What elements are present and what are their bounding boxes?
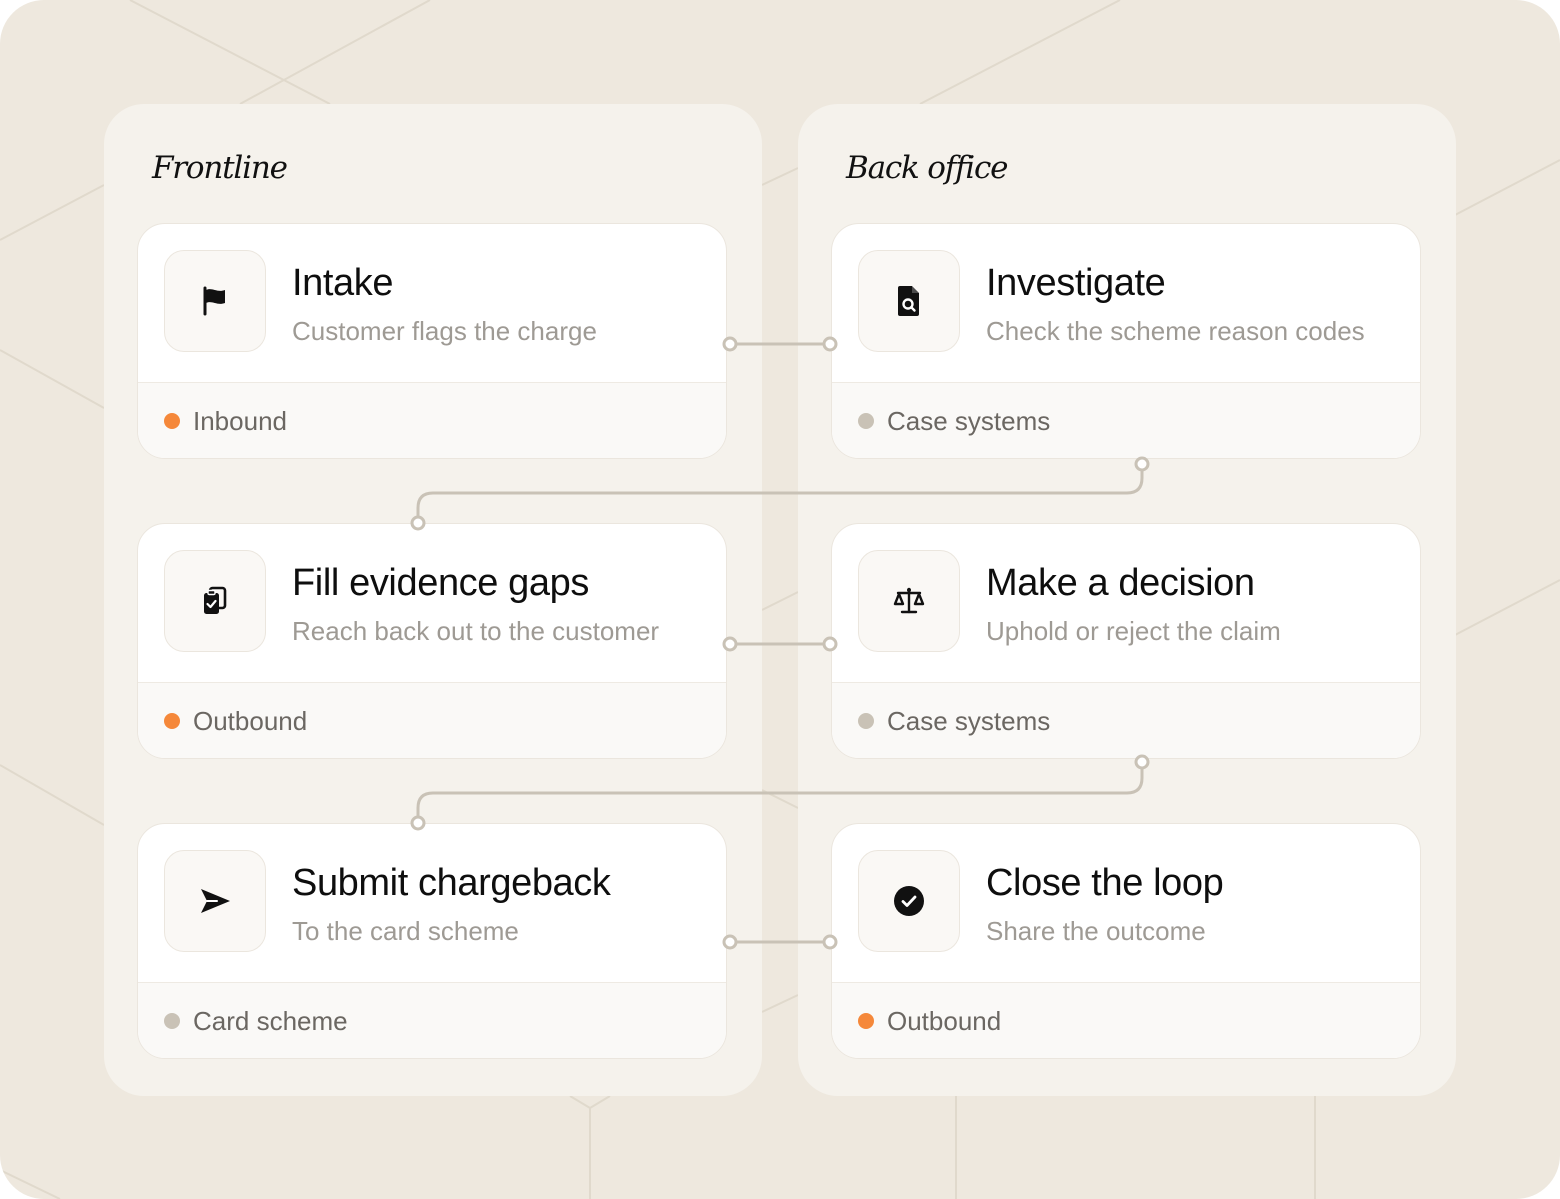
clipboard-check-icon <box>204 586 227 614</box>
scales-icon <box>893 587 925 614</box>
card-footer: Case systems <box>832 382 1420 458</box>
channel-tag: Case systems <box>887 406 1051 436</box>
step-title: Submit chargeback <box>292 862 611 904</box>
card-header: Close the loop Share the outcome <box>832 824 1420 982</box>
channel-tag: Inbound <box>193 406 287 436</box>
icon-tile <box>164 850 266 952</box>
step-title: Close the loop <box>986 862 1224 904</box>
step-title: Fill evidence gaps <box>292 562 589 604</box>
channel-tag: Card scheme <box>193 1006 348 1036</box>
card-footer: Card scheme <box>138 982 726 1058</box>
document-search-icon <box>898 286 919 316</box>
step-card-investigate[interactable]: Investigate Check the scheme reason code… <box>831 223 1421 459</box>
icon-tile <box>858 250 960 352</box>
step-card-intake[interactable]: Intake Customer flags the charge Inbound <box>137 223 727 459</box>
channel-tag: Outbound <box>887 1006 1002 1036</box>
card-header: Submit chargeback To the card scheme <box>138 824 726 982</box>
card-footer: Outbound <box>138 682 726 758</box>
step-title: Make a decision <box>986 562 1255 604</box>
card-header: Make a decision Uphold or reject the cla… <box>832 524 1420 682</box>
step-subtitle: Share the outcome <box>986 916 1206 946</box>
column-title-back-office: Back office <box>846 150 1008 186</box>
step-subtitle: Uphold or reject the claim <box>986 616 1281 646</box>
status-dot <box>164 713 180 729</box>
send-icon <box>201 889 230 913</box>
step-card-make-a-decision[interactable]: Make a decision Uphold or reject the cla… <box>831 523 1421 759</box>
step-title: Investigate <box>986 262 1166 304</box>
status-dot <box>164 413 180 429</box>
card-header: Fill evidence gaps Reach back out to the… <box>138 524 726 682</box>
step-title: Intake <box>292 262 394 304</box>
step-card-fill-evidence-gaps[interactable]: Fill evidence gaps Reach back out to the… <box>137 523 727 759</box>
step-subtitle: Check the scheme reason codes <box>986 316 1365 346</box>
card-header: Intake Customer flags the charge <box>138 224 726 382</box>
step-card-close-the-loop[interactable]: Close the loop Share the outcome Outboun… <box>831 823 1421 1059</box>
step-card-submit-chargeback[interactable]: Submit chargeback To the card scheme Car… <box>137 823 727 1059</box>
card-footer: Inbound <box>138 382 726 458</box>
check-circle-icon <box>894 886 924 916</box>
channel-tag: Case systems <box>887 706 1051 736</box>
flag-icon <box>203 286 225 316</box>
channel-tag: Outbound <box>193 706 308 736</box>
icon-tile <box>164 550 266 652</box>
icon-tile <box>858 850 960 952</box>
step-subtitle: Customer flags the charge <box>292 316 597 346</box>
icon-tile <box>164 250 266 352</box>
status-dot <box>858 713 874 729</box>
status-dot <box>858 413 874 429</box>
column-title-frontline: Frontline <box>152 150 288 186</box>
status-dot <box>164 1013 180 1029</box>
status-dot <box>858 1013 874 1029</box>
card-footer: Outbound <box>832 982 1420 1058</box>
card-header: Investigate Check the scheme reason code… <box>832 224 1420 382</box>
card-footer: Case systems <box>832 682 1420 758</box>
step-subtitle: Reach back out to the customer <box>292 616 660 646</box>
icon-tile <box>858 550 960 652</box>
step-subtitle: To the card scheme <box>292 916 519 946</box>
